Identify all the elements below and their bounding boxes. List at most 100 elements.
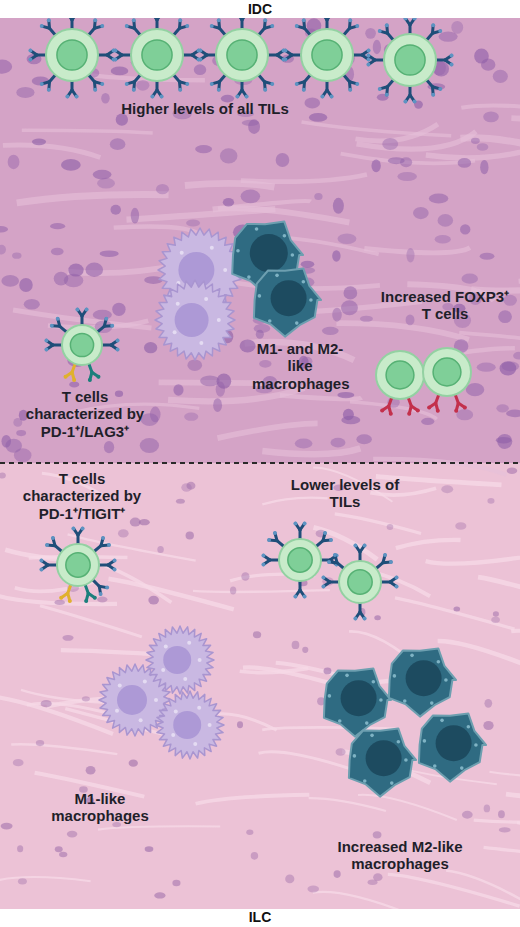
receptor-tip — [75, 307, 79, 311]
stroma-fiber — [517, 823, 520, 840]
receptor-tip — [321, 585, 325, 589]
tumor-nucleus — [0, 60, 12, 74]
t-cell — [198, 11, 285, 98]
tumor-nucleus — [253, 631, 261, 638]
granule — [187, 641, 191, 645]
receptor-tip — [395, 575, 399, 579]
tumor-nucleus — [322, 327, 339, 335]
stroma-fiber — [21, 690, 107, 703]
macrophage-body — [156, 691, 224, 759]
granule — [268, 319, 272, 323]
receptor-tip — [160, 95, 164, 99]
granule — [198, 658, 202, 662]
tumor-nucleus — [496, 404, 508, 412]
granule — [433, 764, 437, 768]
tumor-nucleus — [256, 330, 264, 339]
granule — [283, 234, 287, 238]
granule — [379, 698, 383, 702]
tumor-nucleus — [337, 392, 354, 398]
tumor-nucleus — [483, 111, 499, 122]
granule — [171, 733, 175, 737]
tumor-nucleus — [343, 409, 354, 421]
tumor-nucleus — [314, 193, 322, 200]
tumor-nucleus — [406, 314, 415, 325]
macrophage-body — [146, 626, 214, 694]
m2-macrophage — [389, 648, 456, 716]
receptor-tip — [185, 82, 189, 86]
tumor-nucleus — [438, 214, 454, 227]
tumor-nucleus — [373, 831, 382, 838]
receptor-tip — [28, 58, 32, 62]
tumor-nucleus — [55, 846, 63, 852]
tumor-nucleus — [216, 382, 225, 397]
tumor-nucleus — [387, 524, 394, 530]
t-cell — [44, 307, 119, 382]
tumor-nucleus — [110, 138, 126, 150]
receptor-tip — [125, 82, 129, 86]
t-cell — [28, 11, 115, 98]
receptor-tip — [65, 95, 69, 99]
receptor-tip — [293, 521, 297, 525]
callout-text: T cells characterized by PD-1⁺/LAG3⁺ — [15, 388, 155, 440]
receptor-tip — [93, 88, 97, 92]
stroma-fiber — [506, 794, 520, 799]
stroma-fiber — [40, 606, 142, 637]
receptor-tip — [463, 406, 467, 410]
section-heading: ILC — [220, 909, 300, 925]
granule — [255, 227, 259, 231]
cell-membrane — [376, 351, 424, 399]
receptor-tip — [185, 24, 189, 28]
tumor-nucleus — [104, 441, 114, 453]
granule — [208, 723, 212, 727]
m2-macrophage — [419, 713, 486, 781]
tumor-nucleus — [462, 274, 478, 284]
granule — [444, 678, 448, 682]
tumor-nucleus — [276, 153, 290, 167]
granule — [291, 253, 295, 257]
receptor-tip — [116, 348, 120, 352]
cell-nucleus — [142, 40, 172, 70]
cell-nucleus — [70, 333, 93, 356]
receptor-tip — [293, 595, 297, 599]
stroma-fiber — [193, 590, 330, 592]
tumor-nucleus — [186, 220, 200, 227]
cell-membrane — [339, 561, 381, 603]
stroma-fiber — [396, 540, 461, 548]
receptor-tip — [40, 82, 44, 86]
callout-text: Lower levels of TILs — [285, 476, 405, 511]
stroma-fiber — [262, 727, 396, 729]
tumor-nucleus — [483, 721, 493, 730]
tumor-nucleus — [36, 740, 44, 746]
macrophage-body — [419, 713, 486, 781]
receptor-tip — [113, 568, 117, 572]
t-cell — [39, 526, 116, 602]
tumor-nucleus — [413, 207, 429, 219]
granule — [180, 251, 184, 255]
tumor-nucleus — [365, 28, 376, 39]
tumor-nucleus — [458, 158, 472, 168]
tumor-nucleus — [1, 275, 19, 287]
receptor-tip — [235, 95, 239, 99]
tumor-nucleus — [429, 193, 448, 203]
granule — [275, 274, 279, 278]
macrophage-nucleus — [366, 740, 402, 776]
receptor-tip — [245, 95, 249, 99]
stroma-fiber — [426, 553, 520, 564]
stroma-fiber — [388, 874, 520, 906]
receptor-tip — [320, 95, 324, 99]
t-cell — [376, 351, 424, 416]
tumor-nucleus — [172, 880, 180, 887]
granule — [328, 694, 332, 698]
receptor-tip — [407, 412, 411, 416]
granule — [423, 739, 427, 743]
tumor-nucleus — [97, 178, 115, 189]
tumor-nucleus — [336, 748, 346, 756]
receptor-tip — [395, 585, 399, 589]
receptor-tip — [333, 553, 337, 557]
granule — [115, 709, 119, 713]
tumor-nucleus — [62, 635, 73, 641]
tumor-nucleus — [82, 696, 90, 701]
tumor-nucleus — [51, 248, 64, 256]
